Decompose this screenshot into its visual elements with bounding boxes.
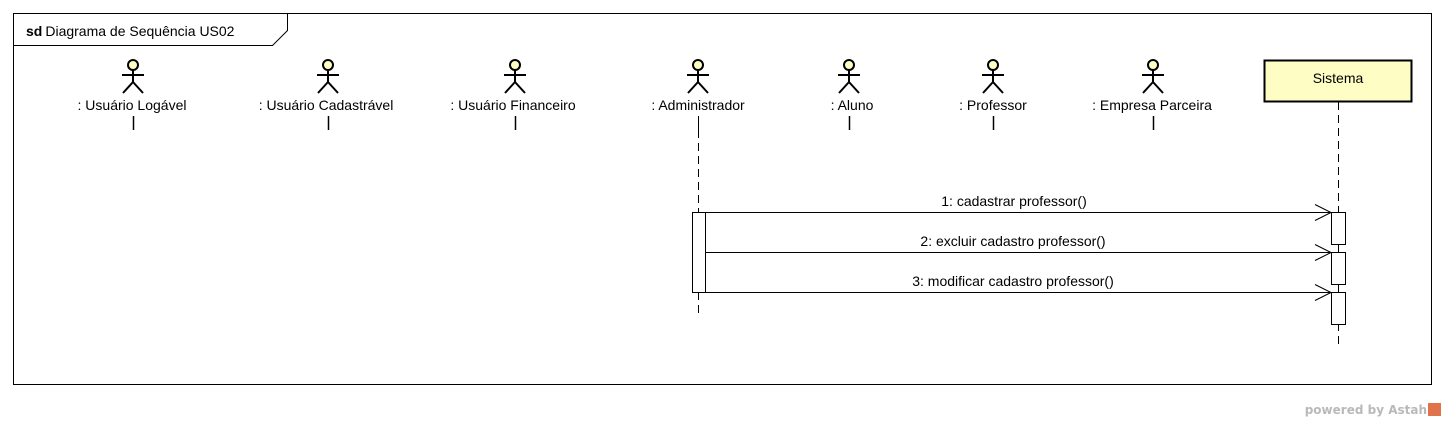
- actor-stick-figure-icon: [687, 59, 709, 94]
- frame-title-tab: [13, 13, 288, 46]
- actor-stick-figure-icon: [317, 59, 339, 94]
- actor-stick-figure-icon: [838, 59, 860, 94]
- frame-keyword: sd: [26, 23, 42, 39]
- sistema-activation-bar-3: [1331, 292, 1346, 325]
- actors: : Usuário Logável : Usuário Cadastrável : …: [78, 59, 1212, 130]
- actor-label: : Aluno: [831, 97, 874, 113]
- actor-label: : Usuário Logável: [78, 97, 187, 113]
- sistema-object-label: Sistema: [1313, 70, 1364, 86]
- actor-label: : Usuário Financeiro: [450, 97, 575, 113]
- message-1-label: 1: cadastrar professor(): [941, 193, 1087, 209]
- frame-title-text: Diagrama de Sequência US02: [45, 23, 234, 39]
- message-3-label: 3: modificar cadastro professor(): [912, 273, 1114, 289]
- actor-empresa-parceira[interactable]: : Empresa Parceira: [1092, 59, 1212, 130]
- message-2-label: 2: excluir cadastro professor(): [920, 233, 1105, 249]
- administrador-activation-bar: [692, 212, 706, 293]
- actor-usuario-financeiro[interactable]: : Usuário Financeiro: [450, 59, 576, 130]
- actor-label: : Administrador: [651, 97, 745, 113]
- diagram-frame: [13, 13, 1432, 385]
- actor-stick-figure-icon: [504, 59, 526, 94]
- message-3[interactable]: 3: modificar cadastro professor(): [705, 273, 1333, 301]
- actor-stick-figure-icon: [122, 59, 144, 94]
- actor-aluno[interactable]: : Aluno: [831, 59, 874, 130]
- actor-usuario-cadastravel[interactable]: : Usuário Cadastrável: [259, 59, 394, 130]
- astah-logo-icon: [1428, 403, 1441, 416]
- message-1[interactable]: 1: cadastrar professor(): [705, 193, 1333, 221]
- actor-stick-figure-icon: [1142, 59, 1164, 94]
- actor-usuario-logavel[interactable]: : Usuário Logável: [78, 59, 187, 130]
- powered-by-text: powered by Astah: [1304, 403, 1427, 417]
- actor-administrador[interactable]: : Administrador: [651, 59, 745, 130]
- actor-label: : Professor: [959, 97, 1027, 113]
- message-2[interactable]: 2: excluir cadastro professor(): [705, 233, 1333, 261]
- actor-professor[interactable]: : Professor: [959, 59, 1027, 130]
- sistema-activation-bar-2: [1331, 252, 1346, 285]
- actor-label: : Empresa Parceira: [1092, 97, 1212, 113]
- message-3-arrowhead: [1314, 284, 1333, 301]
- astah-branding: powered by Astah: [1305, 403, 1441, 417]
- actor-stick-figure-icon: [982, 59, 1004, 94]
- sistema-object-box[interactable]: [1263, 59, 1413, 103]
- actor-label: : Usuário Cadastrável: [259, 97, 394, 113]
- message-1-arrowhead: [1314, 204, 1333, 221]
- message-2-arrowhead: [1314, 244, 1333, 261]
- sistema-activation-bar-1: [1331, 212, 1346, 245]
